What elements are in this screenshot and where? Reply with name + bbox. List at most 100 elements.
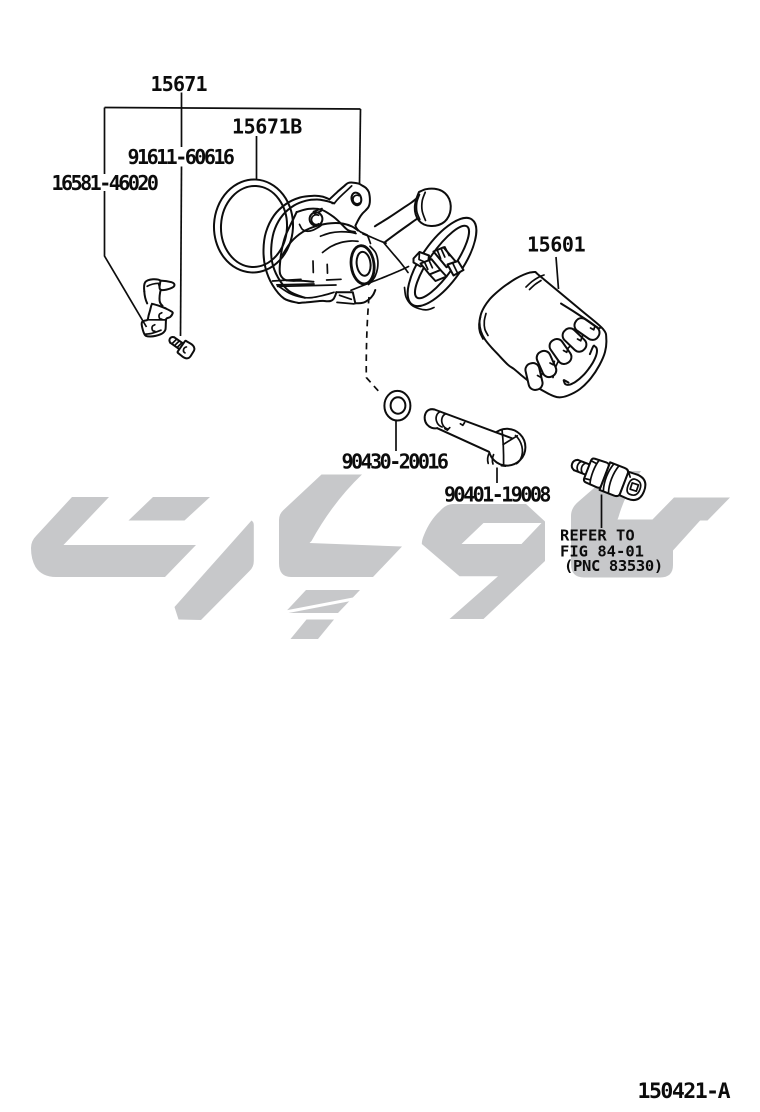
filter-flute-tick: [549, 360, 556, 366]
bulb-shoulder-arc: [281, 221, 359, 256]
switch-body-seam: [602, 463, 615, 493]
reference-note-line3: (PNC 83530): [564, 557, 663, 575]
washer-outer: [383, 389, 412, 422]
switch-connector-notch: [629, 482, 640, 493]
part-label-15601: 15601: [527, 233, 586, 257]
o-ring-gasket-drawing: [212, 178, 295, 274]
washer-drawing: [383, 389, 412, 422]
disc-rim-outer: [262, 194, 331, 304]
filter-lip-seam: [525, 274, 545, 288]
part-label-16581-46020: 16581-46020: [52, 171, 158, 195]
clamp-strap-right: [158, 288, 164, 307]
screw-tip: [168, 336, 176, 344]
filter-body-outline: [478, 271, 608, 399]
face-smile-line: [298, 223, 323, 233]
collar-seam: [420, 191, 427, 222]
screw-thread: [171, 338, 178, 345]
reference-note-line2: FIG 84-01: [560, 543, 644, 561]
switch-body-seam: [607, 464, 620, 495]
bulb-top-edge: [295, 207, 356, 233]
part-label-15671: 15671: [151, 72, 208, 96]
part-label-90401-19008: 90401-19008: [444, 483, 550, 507]
leader-16581-lower: [103, 191, 148, 328]
bolt-thread-crest: [435, 410, 443, 428]
base-fin: [275, 283, 315, 286]
base-step: [335, 291, 357, 305]
mounting-ear-drawing: [328, 181, 371, 227]
watermark-bracket-middle: [279, 474, 402, 577]
o-ring-inner: [219, 185, 289, 268]
part-label-15671B: 15671B: [232, 115, 302, 139]
bore-outer: [349, 244, 376, 286]
leader-15601: [555, 256, 560, 290]
base-fin: [271, 278, 302, 282]
base-fin: [276, 284, 337, 288]
stud-thread: [443, 246, 451, 257]
watermark-bracket-right: [571, 471, 701, 578]
bolt-runout-mark: [443, 426, 451, 432]
stud-thread: [423, 261, 429, 271]
base-pad-line: [336, 301, 355, 305]
base-hatch: [338, 294, 353, 301]
switch-hex-bevel: [583, 477, 591, 481]
clamp-foot-edge: [143, 329, 162, 336]
base-right-edge: [354, 289, 377, 305]
filter-flute-tick: [562, 348, 569, 354]
union-bore-drawing: [349, 244, 379, 286]
filter-cap-seam: [483, 312, 489, 337]
bolt-head-chamfer: [514, 434, 524, 465]
junction-curve: [362, 233, 387, 245]
switch-stud-bottom: [572, 469, 587, 476]
clamp-band-crease: [146, 282, 161, 289]
bolt-shoulder-arc: [486, 451, 491, 465]
ear-inner-line: [333, 185, 353, 205]
leader-15671-right-drop: [358, 108, 362, 185]
o-ring-outer: [212, 178, 295, 274]
part-labels: 15671 15671B 91611-60616 16581-46020 156…: [52, 72, 733, 1104]
screw-drawing: [168, 336, 196, 360]
flange-thickness-line: [403, 286, 435, 311]
bulb-left-edge: [278, 211, 298, 282]
clamp-slot-hole: [151, 323, 156, 333]
clamp-band-outer: [143, 278, 162, 293]
figure-code: 150421-A: [638, 1079, 731, 1104]
reference-note-line1: REFER TO: [560, 527, 635, 545]
base-fin: [325, 278, 342, 281]
bulb-wrinkle: [319, 230, 357, 238]
clamp-tongue: [158, 279, 176, 292]
flange-studs-drawing: [412, 246, 465, 282]
pressure-switch-drawing: [570, 457, 647, 502]
reference-note: REFER TO FIG 84-01 (PNC 83530): [560, 527, 663, 576]
screw-head: [176, 339, 196, 360]
face-tab-ledge: [313, 210, 322, 215]
face-hole-inner: [310, 213, 320, 226]
base-bowl-arc: [278, 285, 335, 299]
bolt-head-facet: [501, 429, 505, 466]
switch-stud-cap: [570, 458, 579, 472]
bolt-head-facet: [502, 434, 519, 446]
collar-seam: [415, 193, 421, 221]
leader-lines: [103, 92, 603, 528]
housing-base-drawing: [271, 260, 377, 305]
tube-upper-line: [373, 195, 420, 228]
switch-hex-edge: [589, 459, 601, 486]
screw-thread: [176, 341, 183, 349]
bolt-shaft-top: [433, 408, 514, 440]
bolt-shaft-bottom: [436, 427, 490, 453]
screw-thread: [173, 340, 181, 347]
clamp-slot-mark: [161, 306, 167, 310]
screw-head-detail: [182, 346, 188, 354]
switch-stud-top: [576, 458, 591, 466]
bolt-tip-cap: [423, 408, 439, 430]
switch-connector-face: [626, 478, 642, 496]
housing-bulb-drawing: [278, 207, 359, 283]
bore-inner: [355, 250, 372, 277]
stud-thread: [428, 259, 434, 269]
bolt-runout-mark: [459, 421, 466, 427]
filter-flute-tick: [576, 336, 583, 342]
bolt-shoulder-arc: [491, 453, 495, 465]
filter-flute: [561, 327, 588, 353]
part-label-90430-20016: 90430-20016: [342, 450, 448, 474]
base-bottom-edge: [297, 291, 338, 304]
washer-inner: [389, 396, 407, 415]
